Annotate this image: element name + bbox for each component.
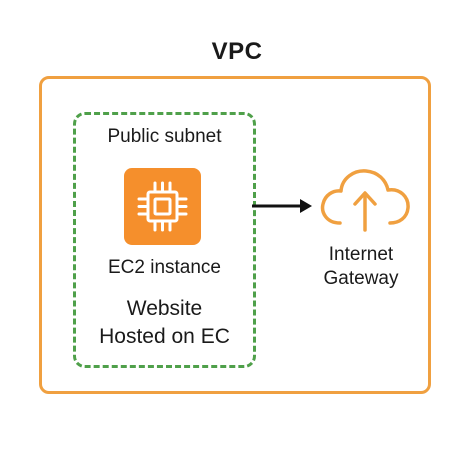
vpc-container bbox=[39, 76, 431, 394]
subnet-label: Public subnet bbox=[107, 126, 222, 147]
gateway-line-2: Gateway bbox=[323, 268, 399, 289]
chip-icon bbox=[137, 181, 188, 232]
public-subnet-container bbox=[73, 112, 256, 368]
website-line-2: Hosted on EC bbox=[99, 325, 230, 348]
website-line-1: Website bbox=[126, 297, 203, 320]
ec2-instance-tile bbox=[124, 168, 201, 245]
vpc-title: VPC bbox=[211, 38, 263, 65]
cloud-upload-icon bbox=[320, 169, 410, 232]
website-description: Website Hosted on EC bbox=[73, 295, 256, 351]
ec2-instance-label: EC2 instance bbox=[107, 257, 221, 278]
internet-gateway-label: Internet Gateway bbox=[296, 243, 426, 291]
connection-arrow bbox=[252, 199, 312, 213]
gateway-line-1: Internet bbox=[328, 244, 394, 265]
